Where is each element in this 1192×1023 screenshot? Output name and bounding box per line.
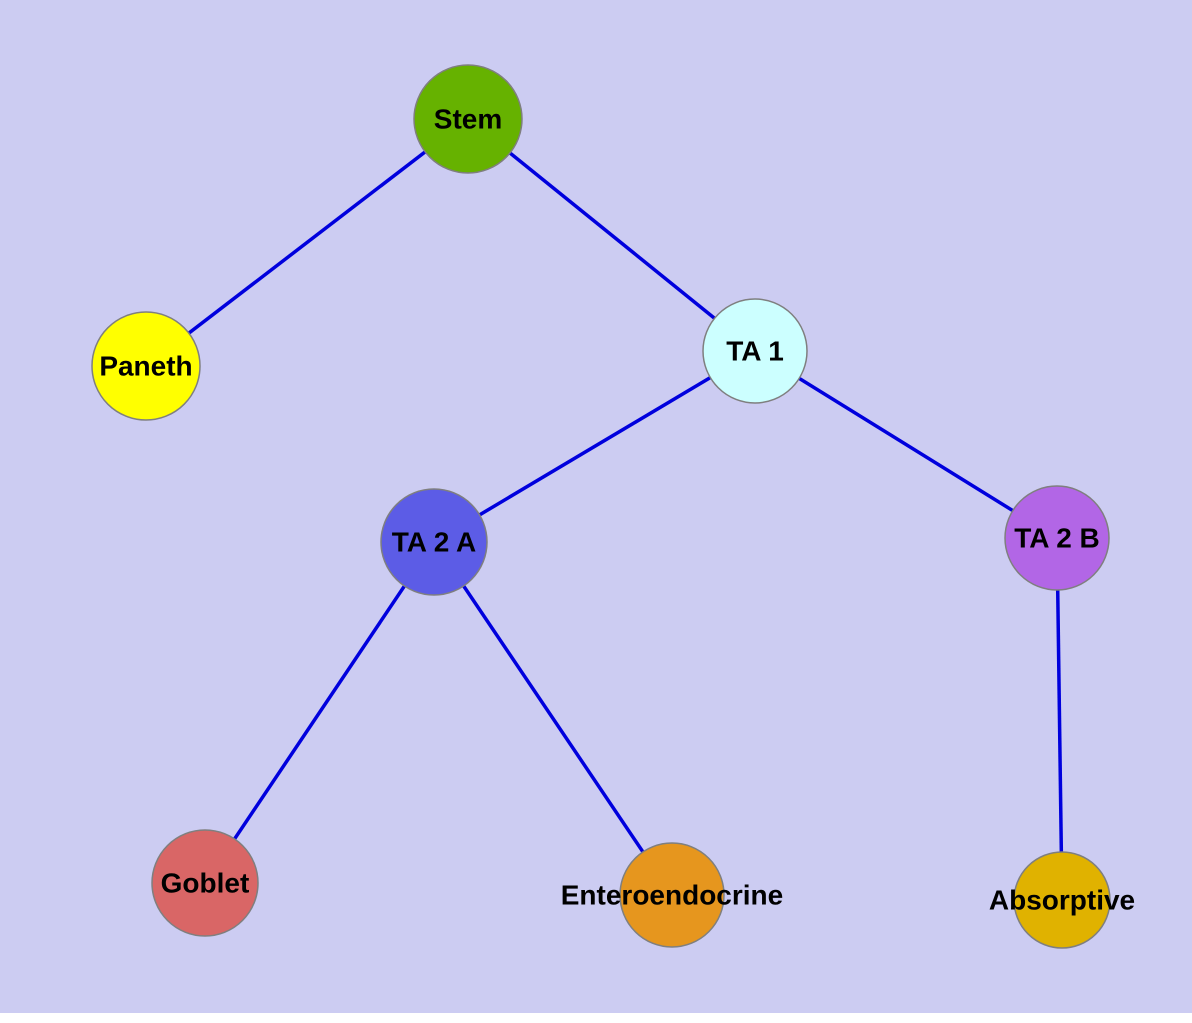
edge-ta1-ta2a <box>433 349 756 544</box>
node-goblet[interactable] <box>151 829 259 937</box>
edge-ta2a-enteroendocrine <box>432 541 674 896</box>
node-enteroendocrine[interactable] <box>619 842 725 948</box>
edge-ta1-ta2b <box>754 349 1058 540</box>
node-ta2a[interactable] <box>380 488 488 596</box>
node-stem[interactable] <box>413 64 523 174</box>
node-ta2b[interactable] <box>1004 485 1110 591</box>
node-paneth[interactable] <box>91 311 201 421</box>
node-absorptive[interactable] <box>1013 851 1111 949</box>
edge-stem-ta1 <box>466 117 757 353</box>
node-ta1[interactable] <box>702 298 808 404</box>
edge-ta2b-absorptive <box>1055 537 1064 901</box>
edge-stem-paneth <box>144 117 470 368</box>
edge-ta2a-goblet <box>203 541 436 884</box>
